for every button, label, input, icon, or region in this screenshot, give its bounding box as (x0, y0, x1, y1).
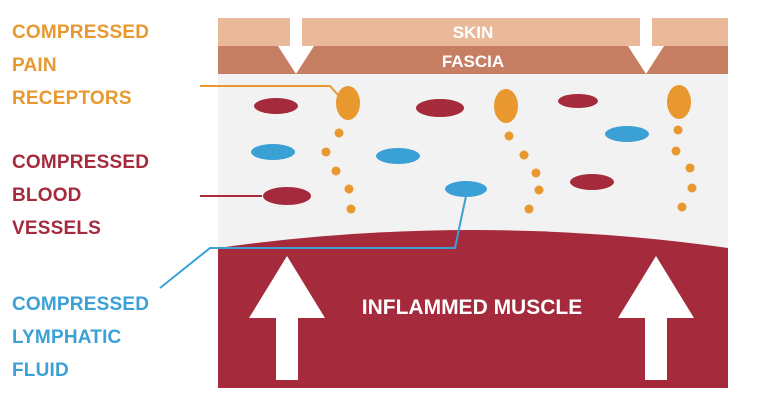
lymph-label-line-1: COMPRESSED (12, 294, 150, 315)
pain-receptor (494, 89, 544, 214)
lymph-label-line-2: LYMPHATIC (12, 327, 122, 348)
blood-label-line-3: VESSELS (12, 218, 102, 239)
lymph-label-line-3: FLUID (12, 360, 69, 381)
down-arrow-right-icon (628, 18, 664, 74)
muscle-label: INFLAMMED MUSCLE (362, 296, 582, 319)
lymphatic-fluid-label: COMPRESSED LYMPHATIC FLUID (12, 288, 149, 387)
blood-label-line-1: COMPRESSED (12, 152, 150, 173)
lymph-leader-line (159, 195, 467, 289)
pain-label-line-1: COMPRESSED (12, 22, 150, 43)
pain-label-line-3: RECEPTORS (12, 88, 132, 109)
lymph-vessel (445, 181, 487, 197)
blood-vessel (254, 98, 298, 114)
up-arrow-left-icon (249, 256, 325, 380)
blood-vessels-label: COMPRESSED BLOOD VESSELS (12, 146, 149, 245)
blood-label-line-2: BLOOD (12, 185, 82, 206)
down-arrow-left-icon (278, 18, 314, 74)
up-arrow-right-icon (618, 256, 694, 380)
lymph-vessel (376, 148, 420, 164)
blood-vessel (263, 187, 311, 205)
muscle-layer (218, 230, 728, 388)
pain-receptor (667, 85, 697, 212)
lymph-vessel (605, 126, 649, 142)
pain-receptors-label: COMPRESSED PAIN RECEPTORS (12, 16, 149, 115)
pain-label-line-2: PAIN (12, 55, 57, 76)
blood-vessel (570, 174, 614, 190)
tissue-area (218, 70, 728, 250)
pain-receptor (321, 86, 360, 214)
blood-vessel (558, 94, 598, 108)
lymph-vessel (251, 144, 295, 160)
skin-label: SKIN (453, 23, 494, 42)
blood-vessel (416, 99, 464, 117)
fascia-label: FASCIA (442, 52, 504, 71)
